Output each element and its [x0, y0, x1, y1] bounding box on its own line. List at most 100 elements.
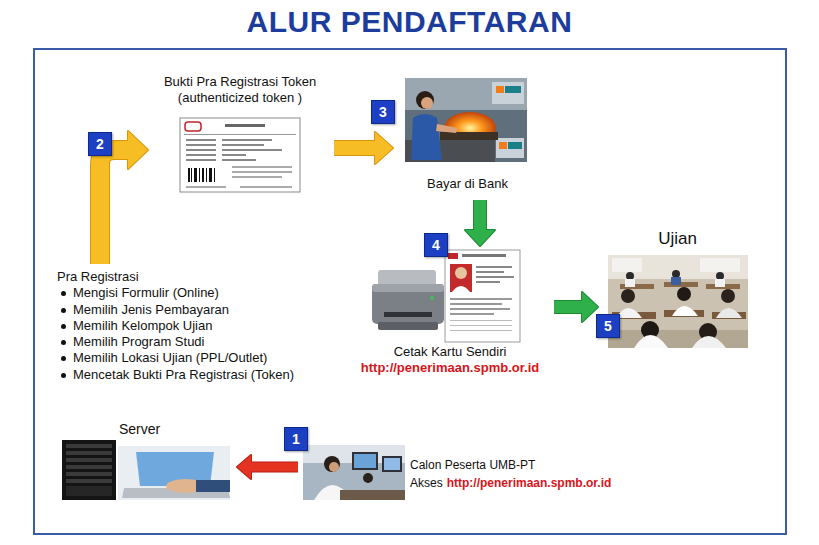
flow-arrow [554, 292, 598, 322]
arrow-head-outline [237, 455, 251, 479]
exam-room-photo-part [672, 306, 698, 316]
token-receipt-picture-part [180, 118, 300, 192]
applicant-photo-part [329, 462, 339, 472]
text-area: Server [119, 421, 229, 439]
bank-photo-part [508, 142, 522, 149]
frame [34, 49, 786, 534]
bank-photo-part [492, 82, 524, 104]
printer-picture-part [372, 284, 444, 324]
applicant-photo-part [384, 458, 400, 470]
text-line: Pra Registrasi [57, 269, 343, 285]
server-picture-part [118, 446, 230, 500]
applicant-photo-part [303, 445, 405, 500]
arrow-shaft [474, 200, 486, 232]
exam-card-picture-part [450, 264, 472, 292]
printer-picture-part [372, 284, 444, 292]
text-line: Bayar di Bank [395, 176, 540, 192]
token-receipt-picture-part [232, 166, 292, 168]
callout-number: 2 [88, 132, 112, 156]
token-receipt-picture-part [186, 144, 216, 146]
applicant-photo [303, 445, 405, 500]
step-heading: Bukti Pra Registrasi Token (authenticize… [150, 74, 330, 107]
flow-arrow [237, 455, 298, 479]
arrow-head [128, 131, 148, 169]
token-receipt-picture-part [225, 124, 265, 127]
list-item: Mencetak Bukti Pra Registrasi (Token) [57, 367, 343, 383]
callout-number: 5 [596, 314, 620, 338]
arrow-outline [473, 200, 487, 232]
applicant-step: Calon Peserta UMB-PTAkseshttp://penerima… [300, 440, 630, 504]
bank-photo-part [416, 91, 434, 109]
exam-room-photo-part [625, 279, 635, 287]
exam-room-photo-part [671, 277, 681, 285]
list-item: Memilih Lokasi Ujian (PPL/Outlet) [57, 350, 343, 366]
exam-room-photo-part [612, 258, 642, 272]
exam-card-picture-part [476, 281, 500, 283]
exam-room-photo-part [715, 279, 725, 287]
arrow-head [237, 455, 251, 479]
exam-card-picture-part [450, 313, 494, 315]
arrow-head [375, 132, 393, 164]
bank-photo-part [411, 114, 442, 160]
step-text: Akses [410, 476, 443, 490]
token-step: Bukti Pra Registrasi Token (authenticize… [150, 72, 332, 196]
token-receipt-picture-part [232, 171, 292, 173]
applicant-photo-part [340, 490, 405, 500]
exam-card-picture-part [450, 325, 512, 326]
bank-photo-part [421, 97, 433, 109]
arrow-outline [334, 140, 377, 156]
text-line: Akseshttp://penerimaan.spmb.or.id [410, 473, 628, 491]
step-heading: Calon Peserta UMB-PT [410, 458, 628, 473]
exam-card-picture-part [455, 267, 467, 279]
bullet-dot [61, 308, 66, 313]
step-heading: Bayar di Bank [395, 176, 540, 192]
arrow-head-outline [128, 131, 148, 169]
exam-room-photo-part [716, 272, 724, 280]
applicant-photo-part [324, 456, 340, 472]
arrow-shaft [334, 141, 377, 155]
diagram-title: ALUR PENDAFTARAN [0, 5, 819, 39]
exam-card-picture-part [450, 330, 512, 331]
exam-card-picture-part [452, 286, 470, 292]
text-line: Ujian [600, 228, 755, 249]
arrow-outline [249, 462, 298, 473]
printer-picture-part [384, 312, 432, 317]
token-receipt-picture-part [188, 168, 190, 182]
printer-picture-part [378, 322, 438, 330]
exam-room-photo-part [672, 270, 680, 278]
applicant-photo-part [363, 473, 373, 483]
text-area: Calon Peserta UMB-PTAkseshttp://penerima… [410, 458, 628, 491]
exam-card-picture-part [476, 271, 504, 273]
step-heading: Cetak Kartu Sendiri [350, 344, 550, 360]
arrow-head-outline [375, 132, 393, 164]
token-receipt-picture-part [232, 176, 282, 178]
text-line: Cetak Kartu Sendiri [350, 344, 550, 360]
exam-card-picture-part [445, 250, 520, 342]
arrow-head [465, 230, 495, 246]
exam-card-picture [445, 250, 520, 342]
server-picture-part [66, 458, 112, 462]
bank-photo-part [496, 138, 524, 158]
exam-card-picture-part [450, 320, 512, 321]
server-picture-part [66, 486, 112, 496]
token-receipt-picture-part [186, 154, 216, 156]
bullet-dot [61, 356, 66, 361]
token-receipt-picture-part [185, 122, 201, 131]
bank-photo-part [440, 132, 498, 140]
step-text: Memilih Lokasi Ujian (PPL/Outlet) [73, 350, 343, 366]
applicant-photo-part [354, 454, 376, 468]
applicant-photo-part [352, 452, 378, 470]
callout-number: 4 [424, 233, 448, 257]
flow-arrow [465, 200, 495, 246]
exam-room-photo-part [608, 330, 748, 348]
server-picture-part [66, 444, 112, 448]
exam-room-photo-part [634, 335, 668, 348]
step-text: Mencetak Bukti Pra Registrasi (Token) [73, 367, 343, 383]
arrow-head-outline [465, 230, 495, 246]
exam-card-picture-part [450, 298, 512, 300]
server-picture-part [196, 480, 230, 492]
token-receipt-picture-part [186, 139, 216, 141]
exam-card-picture-part [450, 308, 510, 310]
token-receipt-picture-part [222, 159, 256, 161]
server-picture-part [66, 465, 112, 469]
